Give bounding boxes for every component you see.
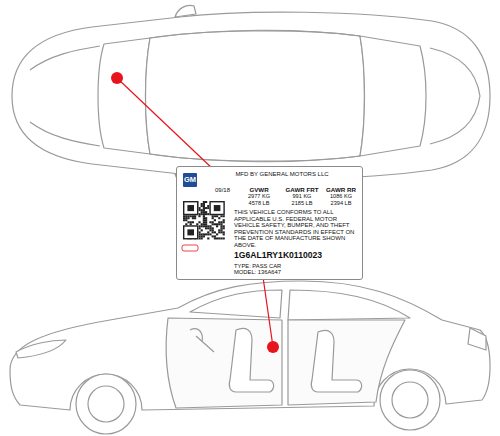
label-text: 1086 KG <box>323 193 359 199</box>
front-wheel <box>76 374 136 434</box>
taillight <box>468 328 486 350</box>
label-text: 4578 LB <box>241 200 277 206</box>
label-text: GAWR FRT <box>281 186 323 193</box>
label-text: MODEL: 136A647 <box>234 269 281 276</box>
rear-window <box>360 36 426 156</box>
label-text: TYPE: PASS CAR <box>234 263 281 270</box>
rear-wheel <box>380 370 440 430</box>
location-dot <box>267 341 279 353</box>
inspection-stamp <box>181 244 201 254</box>
label-text: 2394 LB <box>323 200 359 206</box>
label-text: 2977 KG <box>241 193 277 199</box>
label-text: 991 KG <box>281 193 323 199</box>
front-rim <box>88 386 124 422</box>
label-text: MFD BY GENERAL MOTORS LLC <box>207 171 357 178</box>
headlight <box>16 340 66 358</box>
mirror <box>175 5 196 17</box>
location-dot <box>111 72 123 84</box>
label-text: GVWR <box>241 186 277 193</box>
compliance-statement: THIS VEHICLE CONFORMS TO ALL APPLICABLE … <box>234 209 359 249</box>
label-text: 2185 LB <box>281 200 323 206</box>
roof <box>146 30 365 162</box>
label-text: GAWR RR <box>323 186 359 193</box>
windshield <box>98 38 150 154</box>
label-text: 09/18 <box>215 187 230 194</box>
steering-wheel <box>190 329 214 352</box>
certification-label: GM MFD BY GENERAL MOTORS LLC 09/18 GVWR2977… <box>176 166 363 280</box>
car-top-body <box>12 12 490 179</box>
front-seat <box>229 328 273 392</box>
label-text: 1G6AL1RY1K0110023 <box>234 251 322 261</box>
brand-logo: GM <box>183 173 197 187</box>
leader-line <box>262 270 273 347</box>
qr-code <box>181 201 229 243</box>
trunk-line <box>430 48 480 144</box>
leader-line <box>117 78 214 170</box>
hood-line <box>30 46 100 146</box>
front-door-opening <box>166 318 282 408</box>
rear-rim <box>392 382 428 418</box>
rear-seat <box>311 330 361 392</box>
side-window-line <box>150 31 360 161</box>
side-window <box>288 290 410 320</box>
